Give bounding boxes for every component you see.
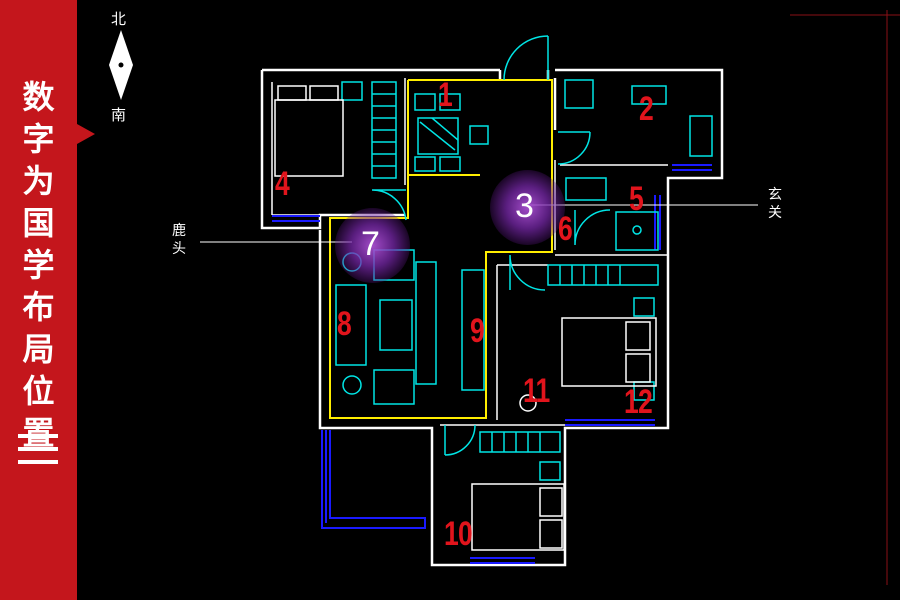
title-char: 为 [22,162,55,200]
lutou-label-char: 头 [172,241,188,257]
compass-south-label: 南 [111,106,127,124]
xuanguan-label-char: 关 [768,205,784,221]
sidebar-title-panel: 数 字 为 国 学 布 局 位 置 [0,0,77,600]
room-number-7: 7 [361,225,380,263]
sidebar-pointer-arrow [77,124,95,144]
room-number-10: 10 [444,515,473,553]
title-char: 国 [22,204,55,242]
room-number-4: 4 [275,165,290,203]
windows [272,164,712,564]
title-char: 布 [22,288,55,326]
beds [274,85,657,551]
room-number-5: 5 [629,180,644,218]
sidebar-title: 数 字 为 国 学 布 局 位 置 [0,76,77,454]
room-number-8: 8 [337,305,352,343]
compass-north-label: 北 [111,10,127,28]
room-number-1: 1 [438,76,453,114]
title-char: 数 [22,78,55,116]
compass-needle-icon [109,30,133,100]
room-number-6: 6 [558,210,573,248]
xuanguan-label-char: 玄 [768,187,784,203]
sidebar-number-three-icon [18,434,58,464]
furniture [335,79,713,481]
title-char: 学 [22,246,55,284]
title-char: 位 [22,372,55,410]
room-number-3: 3 [515,187,534,225]
room-number-9: 9 [470,312,485,350]
room-number-2: 2 [639,90,654,128]
title-char: 置 [22,414,55,452]
glow-marker-7 [335,208,410,283]
glow-marker-3 [490,170,565,245]
lutou-label-char: 鹿 [172,223,188,239]
lutou-label: 鹿 头 [172,222,188,258]
xuanguan-label: 玄 关 [768,186,784,222]
doors [371,35,611,456]
title-char: 局 [22,330,55,368]
title-char: 字 [22,120,55,158]
room-number-12: 12 [624,383,653,421]
room-number-11: 11 [523,372,550,410]
walls [260,68,724,567]
